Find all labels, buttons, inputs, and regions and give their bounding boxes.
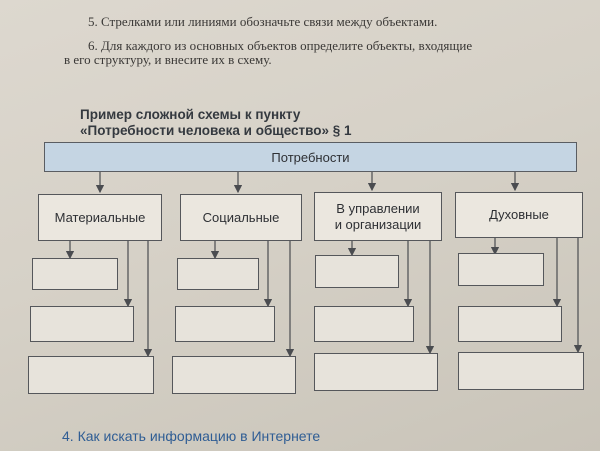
category-material: Материальные bbox=[38, 194, 162, 241]
task-6-continued: в его структуру, и внесите их в схему. bbox=[64, 52, 272, 67]
empty-subbox bbox=[314, 306, 414, 342]
root-node-needs: Потребности bbox=[44, 142, 577, 172]
task-5: 5. Стрелками или линиями обозначьте связ… bbox=[88, 14, 438, 29]
category-spiritual: Духовные bbox=[455, 192, 583, 238]
empty-subbox bbox=[177, 258, 259, 290]
example-heading-line1: Пример сложной схемы к пункту bbox=[80, 107, 301, 122]
example-heading-line2: «Потребности человека и общество» § 1 bbox=[80, 123, 352, 138]
section-heading-4: 4. Как искать информацию в Интернете bbox=[62, 428, 321, 444]
category-label: Духовные bbox=[489, 207, 549, 222]
empty-subbox bbox=[28, 356, 154, 394]
empty-subbox bbox=[172, 356, 296, 394]
category-social: Социальные bbox=[180, 194, 302, 241]
empty-subbox bbox=[458, 306, 562, 342]
empty-subbox bbox=[32, 258, 118, 290]
category-label: Социальные bbox=[202, 209, 280, 225]
empty-subbox bbox=[458, 253, 544, 286]
category-management: В управлении и организации bbox=[314, 192, 442, 241]
category-label-line2: и организации bbox=[334, 216, 422, 232]
empty-subbox bbox=[458, 352, 584, 390]
category-label-line1: В управлении bbox=[336, 200, 420, 216]
empty-subbox bbox=[315, 255, 399, 288]
category-label: Материальные bbox=[54, 209, 146, 225]
empty-subbox bbox=[314, 353, 438, 391]
empty-subbox bbox=[30, 306, 134, 342]
task-6: 6. Для каждого из основных объектов опре… bbox=[88, 38, 473, 53]
empty-subbox bbox=[175, 306, 275, 342]
